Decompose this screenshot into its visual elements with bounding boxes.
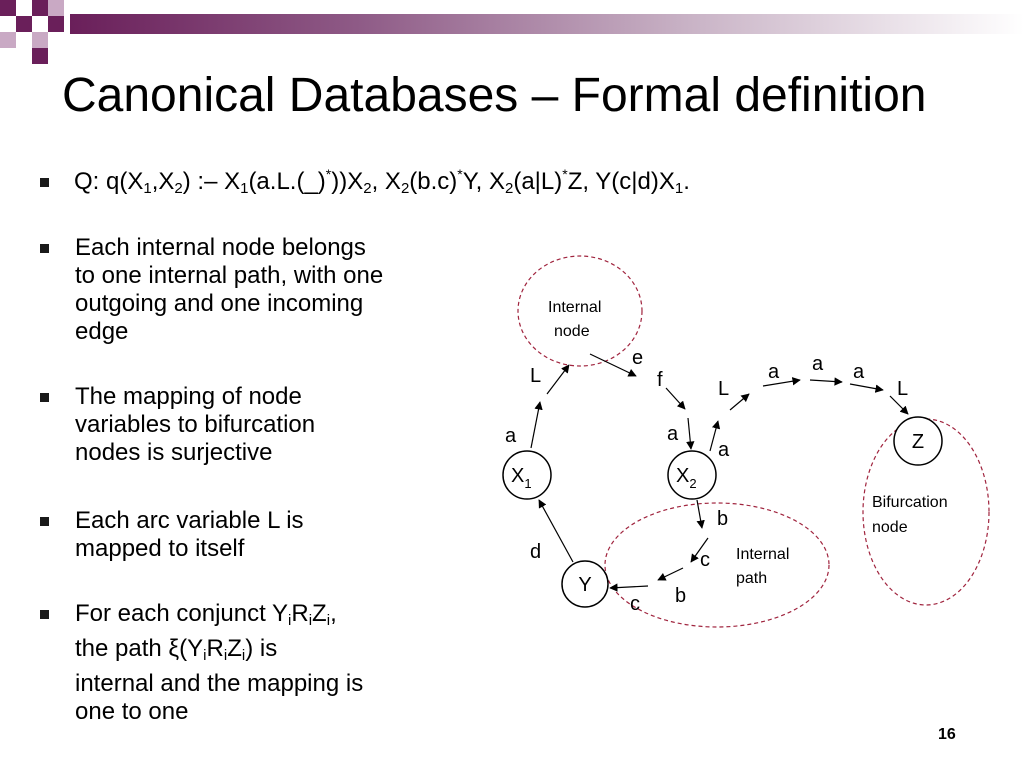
edge-L-z [889,395,909,415]
edge-a-x2 [686,417,695,450]
annotation-bifurcation-node: node [872,519,908,536]
edge-b-y [609,583,649,592]
edge-x2-b [696,499,705,529]
corner-deco-square [32,48,48,64]
query-definition: Q: q(X1,X2) :– X1(a.L.(_)*))X2, X2(b.c)*… [74,166,690,197]
edge-label-c: c [700,549,710,571]
edge-b-c [690,537,709,563]
edge-label-b: b [675,585,686,607]
edge-label-L: L [718,378,729,400]
corner-deco-square [32,32,48,48]
node-y: Y [561,560,609,608]
internal-node-dashed-ellipse [517,255,643,367]
bullet-square-icon [40,610,49,619]
page-number: 16 [938,726,956,743]
edge-label-a: a [853,361,865,383]
edge-e [589,353,637,377]
bullet-square-icon [40,393,49,402]
annotation-internal-path: Internal [736,546,789,563]
edge-chain-a1 [762,377,801,387]
edge-label-a: a [505,425,517,447]
edge-label-e: e [632,347,643,369]
edge-y-d-x1 [538,499,574,563]
edge-a-L [546,364,570,395]
node-x1: X1 [502,450,552,500]
svg-text:X2: X2 [676,465,697,491]
edge-f [665,387,686,410]
svg-text:Z: Z [912,431,924,453]
slide-title: Canonical Databases – Formal definition [62,69,927,122]
corner-deco-square [48,16,64,32]
edge-label-L: L [897,378,908,400]
edge-label-a: a [812,353,824,375]
bullet-arc-variable: Each arc variable L is mapped to itself [75,507,304,562]
edge-label-a: a [718,439,730,461]
edge-chain-a3 [849,383,884,393]
edge-x2-a [709,420,721,452]
annotation-internal-node: node [554,323,590,340]
edge-label-a: a [768,361,780,383]
bullet-square-icon [40,178,49,187]
bullet-conjunct-path: For each conjunct YiRiZi,the path ξ(YiRi… [75,600,364,725]
annotation-internal-path: path [736,570,767,587]
corner-deco-square [32,0,48,16]
edge-label-d: d [530,541,541,563]
bifurcation-node-dashed-ellipse [862,418,990,606]
node-x2: X2 [667,450,717,500]
edge-label-b: b [717,508,728,530]
corner-deco-square [0,32,16,48]
svg-text:X1: X1 [511,465,532,491]
annotation-internal-node: Internal [548,299,601,316]
annotation-bifurcation-node: Bifurcation [872,494,948,511]
edge-label-L: L [530,365,541,387]
internal-path-dashed-ellipse [604,502,830,628]
bullet-internal-node: Each internal node belongs to one intern… [75,234,384,345]
edge-a-L-mid [729,393,750,411]
corner-deco-square [48,0,64,16]
bullet-square-icon [40,244,49,253]
node-z: Z [893,416,943,466]
corner-deco-square [0,0,16,16]
svg-text:Y: Y [578,574,591,596]
edge-c-b [657,567,684,581]
edge-label-f: f [657,369,663,391]
header-gradient-bar [70,14,1024,34]
edge-x1-a [530,401,543,449]
edge-chain-a2 [809,377,843,386]
bullet-square-icon [40,517,49,526]
edge-label-c: c [630,593,640,615]
corner-deco-square [16,16,32,32]
edge-label-a: a [667,423,679,445]
bullet-surjective-mapping: The mapping of node variables to bifurca… [75,383,316,466]
